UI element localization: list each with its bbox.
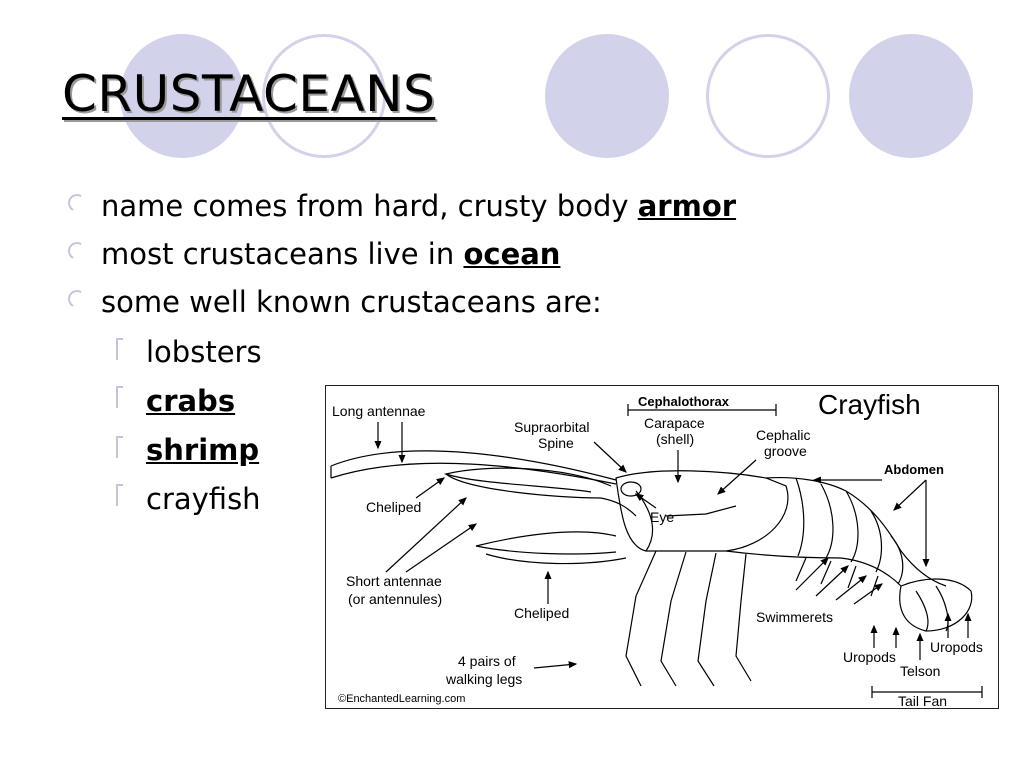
label-uropods-left: Uropods (843, 649, 896, 665)
label-walking-legs-2: walking legs (445, 671, 522, 687)
bullet-marker-3 (65, 287, 89, 311)
diagram-title: Crayfish (818, 389, 921, 420)
sub-bullet-1: lobsters (146, 335, 262, 369)
sub-bullet-marker-4 (116, 484, 123, 506)
label-abdomen: Abdomen (884, 462, 944, 477)
label-cephalothorax: Cephalothorax (638, 394, 730, 409)
label-cephalic-2: groove (764, 443, 807, 459)
label-swimmerets: Swimmerets (756, 609, 833, 625)
decor-circle-1 (120, 34, 244, 158)
label-eye: Eye (650, 509, 674, 525)
label-telson: Telson (900, 663, 940, 679)
bullet-marker-2 (65, 239, 89, 263)
bullet-1-text: name comes from hard, crusty body (101, 189, 638, 223)
label-short-antennae-1: Short antennae (346, 573, 442, 589)
sub-bullet-3: shrimp (146, 432, 259, 468)
sub-bullet-marker-1 (116, 338, 123, 360)
label-carapace-2: (shell) (656, 431, 694, 447)
sub-bullet-2-text: crabs (146, 384, 236, 418)
sub-bullet-marker-3 (116, 436, 123, 458)
label-short-antennae-2: (or antennules) (348, 591, 442, 607)
decor-circle-2 (545, 34, 669, 158)
sub-bullet-3-text: shrimp (146, 433, 260, 467)
label-cheliped-bottom: Cheliped (514, 605, 569, 621)
label-uropods-right: Uropods (930, 639, 983, 655)
bullet-marker-1 (65, 191, 89, 215)
label-tail-fan: Tail Fan (898, 693, 947, 709)
decor-ring-1 (262, 34, 386, 158)
bullet-3-text: some well known crustaceans are: (101, 285, 602, 319)
label-cephalic-1: Cephalic (756, 427, 810, 443)
label-walking-legs-1: 4 pairs of (458, 653, 516, 669)
bullet-1-emphasis: armor (637, 189, 737, 223)
diagram-credit: ©EnchantedLearning.com (338, 693, 465, 705)
bullet-1: name comes from hard, crusty body armor (101, 188, 736, 224)
label-supraorbital-1: Supraorbital (514, 419, 590, 435)
label-long-antennae: Long antennae (332, 403, 426, 419)
crayfish-diagram: Crayfish (325, 385, 999, 709)
slide-title: CRUSTACEANS (62, 65, 436, 123)
crayfish-illustration: Crayfish (330, 389, 983, 709)
bullet-2-text: most crustaceans live in (101, 237, 464, 271)
decor-circle-3 (849, 34, 973, 158)
bullet-2-emphasis: ocean (463, 237, 561, 271)
label-cheliped-top: Cheliped (366, 499, 421, 515)
sub-bullet-marker-2 (116, 386, 123, 408)
label-carapace-1: Carapace (644, 415, 705, 431)
crayfish-body-drawing (330, 450, 973, 687)
bullet-2: most crustaceans live in ocean (101, 236, 560, 272)
sub-bullet-2: crabs (146, 383, 235, 419)
bullet-3: some well known crustaceans are: (101, 284, 602, 320)
label-supraorbital-2: Spine (538, 435, 574, 451)
decor-ring-2 (706, 34, 830, 158)
sub-bullet-4: crayfish (146, 482, 261, 516)
